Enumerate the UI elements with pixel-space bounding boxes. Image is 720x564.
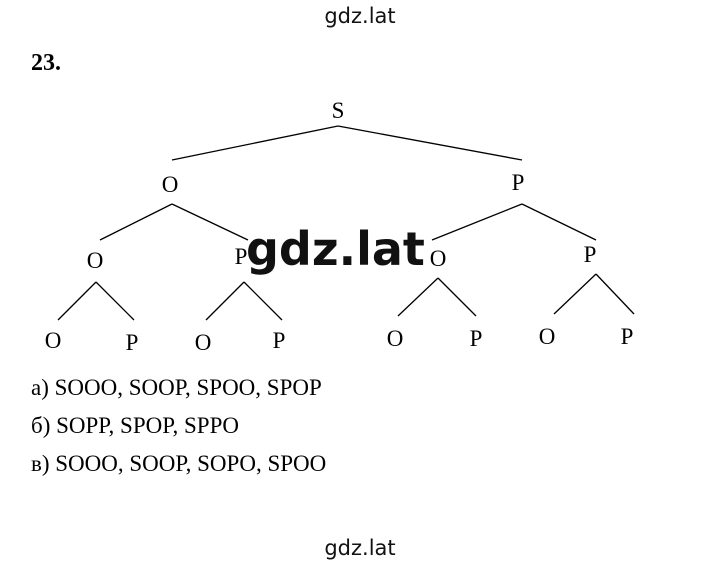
node-l3-7: P <box>621 324 634 349</box>
edge-s-p <box>337 125 523 161</box>
node-l1-1: P <box>512 170 525 195</box>
tree-edges <box>57 125 635 321</box>
node-l2-2: O <box>430 246 447 271</box>
node-l3-6: O <box>539 324 556 349</box>
edge-pp-ppp <box>595 273 635 315</box>
edge-op-opp <box>243 281 283 321</box>
node-l2-3: P <box>584 242 597 267</box>
node-l2-1: P <box>235 244 248 269</box>
edge-oo-ooo <box>57 281 97 321</box>
edge-o-op <box>171 203 249 241</box>
answer-a: а) SOOO, SOOP, SPOO, SPOP <box>31 375 322 400</box>
watermark-center: gdz.lat <box>246 222 425 276</box>
node-l3-4: O <box>387 326 404 351</box>
edge-op-opo <box>205 281 245 321</box>
edge-p-po <box>431 203 523 241</box>
node-l3-3: P <box>273 328 286 353</box>
answer-b: б) SOPP, SPOP, SPPO <box>31 413 239 438</box>
node-l3-1: P <box>126 330 139 355</box>
node-l3-2: O <box>195 330 212 355</box>
edge-po-poo <box>397 277 439 317</box>
watermark-bottom: gdz.lat <box>324 536 396 560</box>
edge-oo-oop <box>95 281 135 321</box>
node-l1-0: O <box>162 172 179 197</box>
node-l2-0: O <box>87 248 104 273</box>
task-number: 23. <box>31 50 61 76</box>
edge-s-o <box>171 125 339 161</box>
probability-tree-diagram: S O P O P O P O P O P O P O P <box>45 98 635 355</box>
edge-o-oo <box>99 203 173 241</box>
edge-pp-ppo <box>553 273 597 315</box>
node-l3-5: P <box>470 326 483 351</box>
watermark-top: gdz.lat <box>324 4 396 28</box>
edge-p-pp <box>521 203 597 241</box>
answer-list: а) SOOO, SOOP, SPOO, SPOP б) SOPP, SPOP,… <box>31 374 326 488</box>
edge-po-pop <box>437 277 477 317</box>
node-l3-0: O <box>45 328 62 353</box>
node-root: S <box>332 98 345 123</box>
answer-c: в) SOOO, SOOP, SOPO, SPOO <box>31 451 327 476</box>
